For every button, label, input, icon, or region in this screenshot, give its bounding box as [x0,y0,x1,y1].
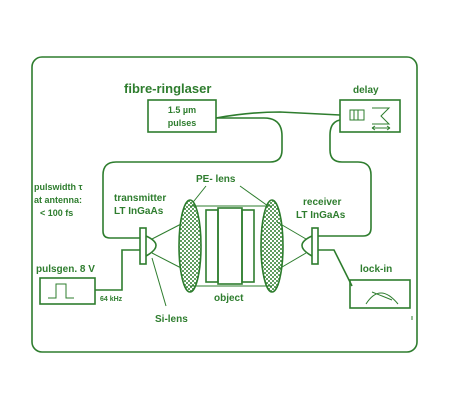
pe-lens-label: PE- lens [196,174,236,185]
pulses-box: 1.5 µm pulses [147,99,217,133]
transmitter-line1: transmitter [114,193,166,204]
title-label: fibre-ringlaser [124,81,211,96]
receiver-to-lockin-wire [318,249,353,287]
fibre-delay-receiver [318,119,372,237]
fibre-ring-path [102,117,283,239]
fibre-to-delay [215,111,341,119]
si-lens-label: Si-lens [155,314,188,325]
delay-label: delay [353,85,379,96]
pe-lens-left [178,199,202,293]
receiver-line1: receiver [303,197,341,208]
pulsewidth-line2: at antenna: [34,195,82,205]
frequency-label: 64 kHz [100,296,123,303]
square-wave-icon [39,277,96,305]
pulsewidth-line3: < 100 fs [40,208,73,218]
meter-dial-icon [349,279,411,309]
transmitter-line2: LT InGaAs [114,206,164,217]
delay-stage-icon [339,99,401,133]
receiver-line2: LT InGaAs [296,210,346,221]
pe-lens-right [260,199,284,293]
receiver-antenna [276,221,319,271]
pulsewidth-line1: pulswidth τ [34,182,83,192]
si-lens-leader [151,257,167,307]
object-label: object [214,293,244,304]
pulses-label-line1: 1.5 µm [168,105,196,115]
pulses-label-line2: pulses [168,118,197,128]
object-holder [205,207,255,285]
pulsegen-label: pulsgen. 8 V [36,264,95,275]
diagram-frame [31,56,418,353]
pulsegen-wire [95,249,140,291]
lockin-label: lock-in [360,264,392,275]
pe-lens-leader-right [239,185,269,207]
